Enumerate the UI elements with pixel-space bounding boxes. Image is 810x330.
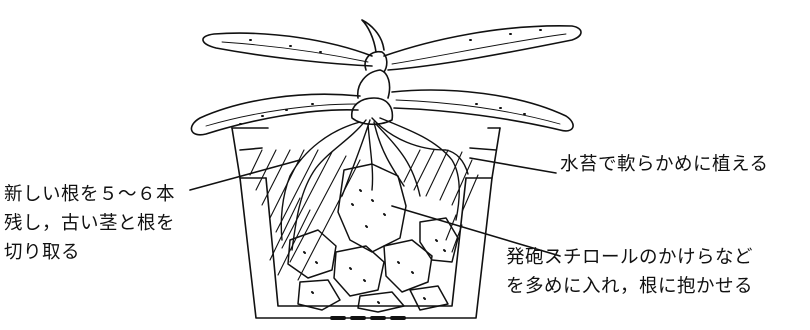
plant-leaves [191,20,581,135]
label-line: 切り取る [4,238,175,267]
leader-line-moss [470,158,556,173]
label-line: 新しい根を５～６本 [4,180,175,209]
plant-stem [352,52,393,125]
styrofoam-pieces [288,164,458,312]
label-line: を多めに入れ，根に抱かせる [506,272,753,301]
label-line: 残し，古い茎と根を [4,209,175,238]
label-line: 水苔で軟らかめに植える [560,150,768,179]
label-cut-old-roots: 新しい根を５～６本 残し，古い茎と根を 切り取る [4,180,175,267]
label-plant-in-moss: 水苔で軟らかめに植える [560,150,768,179]
leader-lines [190,158,560,256]
label-line: 発砲スチロールのかけらなど [506,243,753,272]
label-styrofoam-pieces: 発砲スチロールのかけらなど を多めに入れ，根に抱かせる [506,243,753,301]
leader-line-cut-roots [190,160,300,190]
roots [281,118,468,250]
